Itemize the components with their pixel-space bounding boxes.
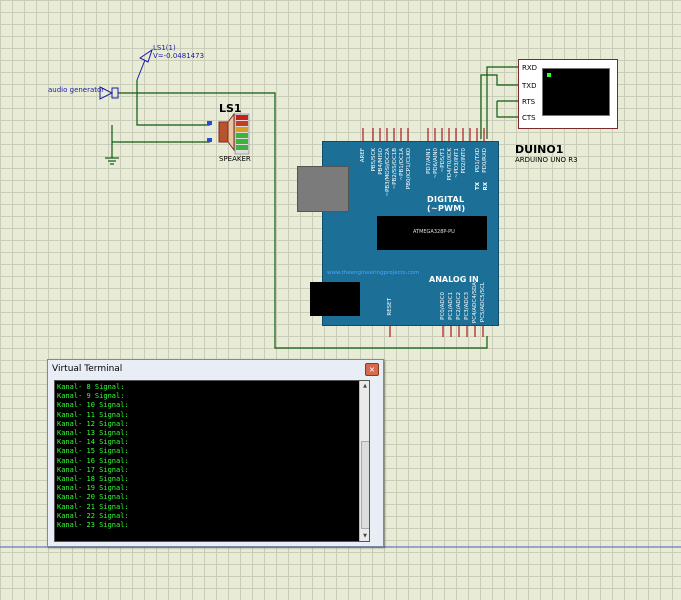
analog-pin-label: PC5/ADC5/SCL bbox=[480, 282, 486, 323]
arduino-ref-label: DUINO1 bbox=[515, 143, 564, 156]
virtual-terminal-window[interactable]: Virtual Terminal × Kanal- 8 Signal:Kanal… bbox=[47, 359, 384, 547]
digital-pin-label: PD4/T0/XCK bbox=[447, 148, 453, 181]
terminal-line: Kanal- 11 Signal: bbox=[57, 410, 129, 419]
virtual-terminal-symbol[interactable]: RXD TXD RTS CTS bbox=[518, 59, 618, 129]
terminal-line: Kanal- 8 Signal: bbox=[57, 383, 125, 391]
analog-section-label: ANALOG IN bbox=[429, 275, 479, 284]
arduino-uno-board[interactable]: AREF PB5/SCK PB4/MISO ~PB3/MOSI/OC2A ~PB… bbox=[297, 141, 499, 326]
terminal-symbol-screen bbox=[542, 68, 610, 116]
ground-icon bbox=[105, 157, 119, 165]
terminal-line: Kanal- 20 Signal: bbox=[57, 493, 129, 502]
analog-pin-label: PC2/ADC2 bbox=[456, 292, 462, 320]
digital-pin-label: PB4/MISO bbox=[378, 148, 384, 175]
digital-pin-label: PD1/TXD bbox=[475, 148, 481, 173]
probe-value-label: V=-0.0481473 bbox=[153, 52, 205, 60]
scroll-down-icon[interactable]: ▼ bbox=[363, 533, 367, 539]
pin-rts-label: RTS bbox=[522, 98, 536, 106]
terminal-line: Kanal- 9 Signal: bbox=[57, 392, 125, 401]
analog-pin-label: PC0/ADC0 bbox=[440, 292, 446, 320]
terminal-line: Kanal- 22 Signal: bbox=[57, 511, 129, 520]
pin-cts-label: CTS bbox=[522, 114, 536, 122]
terminal-line: Kanal- 17 Signal: bbox=[57, 465, 129, 474]
pin-rxd-label: RXD bbox=[522, 64, 538, 72]
digital-pin-label: ~PB3/MOSI/OC2A bbox=[385, 148, 391, 197]
wires bbox=[111, 66, 518, 349]
digital-pin-label: ~PB2/SS/OC1B bbox=[392, 148, 398, 190]
terminal-output[interactable]: Kanal- 8 Signal:Kanal- 9 Signal:Kanal- 1… bbox=[54, 380, 370, 542]
vertical-scrollbar[interactable]: ▲ ▼ bbox=[359, 381, 369, 541]
reset-label: RESET bbox=[387, 298, 393, 316]
terminal-line: Kanal- 23 Signal: bbox=[57, 521, 129, 530]
digital-pin-label: PD2/INT0 bbox=[461, 148, 467, 174]
chip-label: ATMEGA328P-PU bbox=[413, 229, 455, 235]
terminal-line: Kanal- 18 Signal: bbox=[57, 475, 129, 484]
power-jack bbox=[310, 282, 360, 316]
digital-pin-label: ~PD5/T1 bbox=[440, 148, 446, 173]
close-button[interactable]: × bbox=[365, 363, 379, 376]
digital-pin-label: ~PD3/INT1 bbox=[454, 148, 460, 179]
aref-label: AREF bbox=[360, 148, 366, 163]
scroll-up-icon[interactable]: ▲ bbox=[363, 383, 367, 389]
speaker-level-meter bbox=[234, 113, 250, 155]
digital-pin-label: PB0/ICP1/CLKO bbox=[406, 148, 412, 190]
atmega-chip: ATMEGA328P-PU bbox=[377, 216, 487, 250]
pin-txd-label: TXD bbox=[522, 82, 537, 90]
terminal-line: Kanal- 12 Signal: bbox=[57, 419, 129, 428]
terminal-cursor-icon bbox=[547, 73, 551, 77]
rx-label: RX bbox=[483, 182, 489, 191]
terminal-line: Kanal- 21 Signal: bbox=[57, 502, 129, 511]
virtual-terminal-titlebar[interactable]: Virtual Terminal × bbox=[48, 360, 383, 378]
arduino-model-label: ARDUINO UNO R3 bbox=[515, 156, 578, 164]
digital-pin-label: PB5/SCK bbox=[371, 148, 377, 172]
analog-pin-label: PC4/ADC4/SDA bbox=[472, 282, 478, 324]
terminal-line: Kanal- 10 Signal: bbox=[57, 401, 129, 410]
window-title: Virtual Terminal bbox=[52, 364, 123, 374]
audio-generator-icon[interactable] bbox=[99, 86, 119, 100]
terminal-lines: Kanal- 8 Signal:Kanal- 9 Signal:Kanal- 1… bbox=[57, 383, 129, 530]
terminal-line: Kanal- 16 Signal: bbox=[57, 456, 129, 465]
board-url-label: www.theengineeringprojects.com bbox=[327, 270, 420, 276]
speaker-icon[interactable] bbox=[207, 112, 250, 155]
terminal-line: Kanal- 19 Signal: bbox=[57, 484, 129, 493]
usb-connector bbox=[297, 166, 349, 212]
speaker-ref-label: LS1 bbox=[219, 102, 242, 115]
speaker-type-label: SPEAKER bbox=[219, 155, 251, 163]
digital-header-pins bbox=[362, 128, 485, 337]
voltage-probe-icon[interactable] bbox=[136, 48, 153, 81]
probe-name-label: LS1(1) bbox=[153, 44, 176, 52]
digital-pin-label: ~PD6/AIN0 bbox=[433, 148, 439, 179]
digital-pin-label: PD7/AIN1 bbox=[426, 148, 432, 174]
terminal-line: Kanal- 14 Signal: bbox=[57, 438, 129, 447]
analog-pin-label: PC3/ADC3 bbox=[464, 292, 470, 320]
digital-pin-label: ~PB1/OC1A bbox=[399, 148, 405, 181]
generator-label: audio generator bbox=[48, 86, 105, 94]
terminal-line: Kanal- 13 Signal: bbox=[57, 429, 129, 438]
digital-pin-label: PD0/RXD bbox=[482, 148, 488, 173]
scroll-thumb[interactable] bbox=[361, 441, 369, 529]
terminal-line: Kanal- 15 Signal: bbox=[57, 447, 129, 456]
tx-label: TX bbox=[475, 182, 481, 190]
analog-pin-label: PC1/ADC1 bbox=[448, 292, 454, 320]
digital-section-label: DIGITAL (~PWM) bbox=[427, 195, 466, 213]
